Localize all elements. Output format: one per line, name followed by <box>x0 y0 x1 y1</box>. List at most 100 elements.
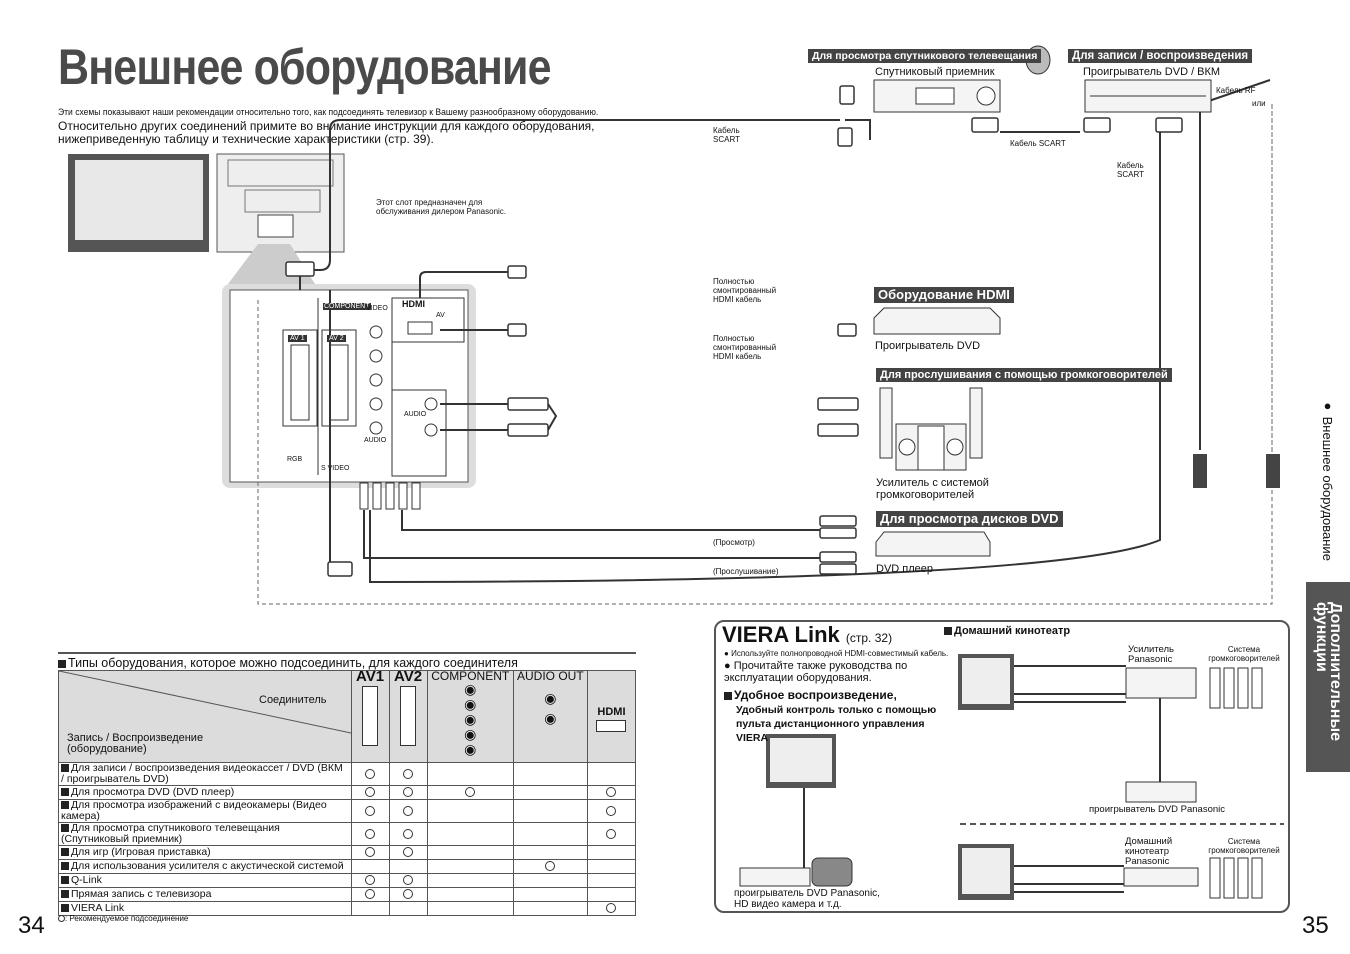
panel-video-label: VIDEO <box>366 305 388 312</box>
viera-title: VIERA Link (стр. 32) <box>722 622 893 647</box>
connector-label: Соединитель <box>259 694 327 706</box>
rec-label: Запись / Воспроизведение(оборудование) <box>67 732 204 755</box>
amp-speakers <box>879 387 983 471</box>
dvd-panasonic-label: проигрыватель DVD Panasonic <box>1089 804 1226 815</box>
panel-av2-label: AV 2 <box>327 335 346 342</box>
circle-mark-icon <box>58 915 65 923</box>
circle-mark-icon <box>403 787 414 798</box>
page-title: Внешнее оборудование <box>58 39 551 95</box>
table-row: Для просмотра изображений с видеокамеры … <box>58 799 637 823</box>
hdmi-dvd-label: Проигрыватель DVD <box>875 340 981 352</box>
viera-link-box <box>714 620 1290 913</box>
row-label: Для просмотра DVD (DVD плеер) <box>71 786 235 798</box>
row-label: Для просмотра спутникового телевещания (… <box>61 822 280 845</box>
sat-receiver-label: Спутниковый приемник <box>875 66 995 78</box>
equipment-table: Соединитель Запись / Воспроизведение(обо… <box>58 668 637 916</box>
dvd-player-label: DVD плеер <box>876 563 934 575</box>
viera-easy-header: Удобное воспроизведение, <box>724 688 897 702</box>
panel-hdmi-label: HDMI <box>402 299 425 309</box>
table-row: Для просмотра спутникового телевещания (… <box>58 822 637 846</box>
table-row: Прямая запись с телевизора <box>58 887 637 902</box>
circle-mark-icon <box>403 768 414 779</box>
row-label: VIERA Link <box>71 902 125 914</box>
dvd-hd-label: проигрыватель DVD Panasonic,HD видео кам… <box>734 888 880 910</box>
circle-mark-icon <box>606 805 617 816</box>
rec-header: Для записи / воспроизведения <box>1068 49 1253 63</box>
panel-av1-label: AV 1 <box>288 335 307 342</box>
table-row: Для использования усилителя с акустическ… <box>58 859 637 874</box>
col-av1: AV1 <box>355 668 385 685</box>
square-bullet-icon <box>61 848 69 856</box>
circle-mark-icon <box>365 787 376 798</box>
square-bullet-icon <box>61 824 69 832</box>
circle-mark-icon <box>606 787 617 798</box>
square-bullet-icon <box>61 904 69 912</box>
or-label: или <box>1252 99 1266 108</box>
dvd-vcr <box>1084 79 1212 113</box>
hdmi-header: Оборудование HDMI <box>874 287 1014 303</box>
intro-small: Эти схемы показывают наши рекомендации о… <box>58 107 599 118</box>
row-label: Прямая запись с телевизора <box>71 888 212 900</box>
square-bullet-icon <box>61 764 69 772</box>
panel-svideo-label: S VIDEO <box>321 465 350 472</box>
circle-mark-icon <box>365 875 376 886</box>
viera-bullet-2: ● Прочитайте также руководства по эксплу… <box>724 660 908 684</box>
table-footnote: : Рекомендуемое подсоединение <box>58 914 188 923</box>
square-bullet-icon <box>61 801 69 809</box>
square-bullet-icon <box>61 876 69 884</box>
circle-mark-icon <box>403 875 414 886</box>
square-bullet-icon <box>61 788 69 796</box>
rf-cable-label: Кабель RF <box>1216 86 1256 95</box>
col-hdmi: HDMI <box>597 706 626 718</box>
hdmi-dvd-player <box>873 307 1001 335</box>
scart-label-2: Кабель SCART <box>1010 139 1066 148</box>
page-number-right: 35 <box>1302 912 1329 939</box>
row-label: Для записи / воспроизведения видеокассет… <box>61 762 343 785</box>
intro-main: Относительно других соединений примите в… <box>58 119 595 146</box>
viera-devices <box>739 654 1284 900</box>
table-row: Для записи / воспроизведения видеокассет… <box>58 762 637 786</box>
circle-mark-icon <box>403 847 414 858</box>
panel-component-label: COMPONENT <box>323 303 371 310</box>
table-title: Типы оборудования, которое можно подсоед… <box>58 652 636 670</box>
panel-av-label: AV <box>436 312 445 319</box>
circle-mark-icon <box>606 903 617 914</box>
square-bullet-icon <box>58 660 66 668</box>
side-vertical-text: ● Внешнее оборудование <box>1320 398 1335 561</box>
col-av2: AV2 <box>394 668 423 685</box>
tv-screen <box>75 160 203 240</box>
square-bullet-icon <box>61 890 69 898</box>
circle-mark-icon <box>403 828 414 839</box>
panel-rgb-label: RGB <box>287 456 303 463</box>
dvd-vcr-label: Проигрыватель DVD / ВКМ <box>1083 66 1221 78</box>
circle-mark-icon <box>365 805 376 816</box>
circle-mark-icon <box>403 805 414 816</box>
circle-mark-icon <box>465 787 476 798</box>
side-tab: Дополнительные функции <box>1306 582 1350 772</box>
panel-audio-out-label: AUDIO <box>404 411 427 418</box>
dvd-header: Для просмотра дисков DVD <box>876 511 1063 527</box>
sat-header: Для просмотра спутникового телевещания <box>808 49 1042 63</box>
table-row: Для просмотра DVD (DVD плеер) <box>58 785 637 800</box>
panel-audio-label: AUDIO <box>364 437 387 444</box>
page-number-left: 34 <box>18 912 45 939</box>
table-header-row: Соединитель Запись / Воспроизведение(обо… <box>58 668 637 763</box>
row-label: Для игр (Игровая приставка) <box>71 846 211 858</box>
view-label: (Просмотр) <box>713 538 755 547</box>
dvd-player <box>875 531 991 557</box>
circle-mark-icon <box>403 889 414 900</box>
viera-bullet-1: ● Используйте полнопроводной HDMI-совмес… <box>724 649 949 658</box>
circle-mark-icon <box>606 828 617 839</box>
row-label: Q-Link <box>71 874 102 886</box>
table-row: VIERA Link <box>58 901 637 916</box>
table-row: Q-Link <box>58 873 637 888</box>
listen-label: (Прослушивание) <box>713 567 779 576</box>
circle-mark-icon <box>545 861 556 872</box>
